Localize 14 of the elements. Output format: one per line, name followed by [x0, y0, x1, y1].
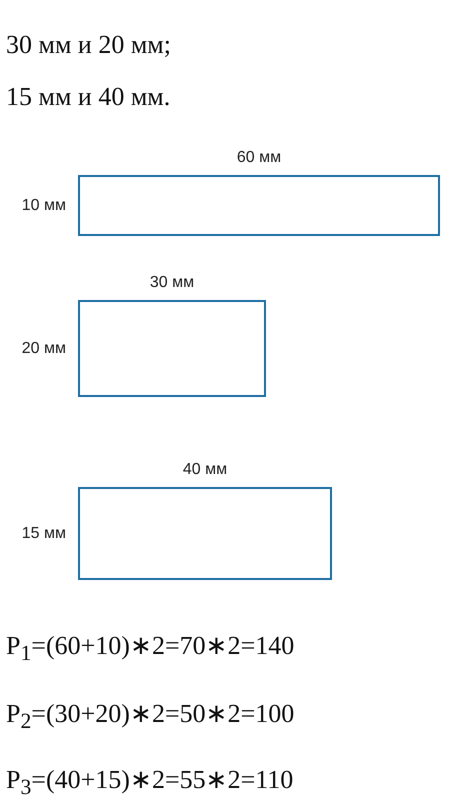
rectangle-outline [78, 175, 440, 236]
rectangle-outline [78, 487, 332, 580]
dimension-label: 15 мм [22, 524, 66, 542]
formula-text: P$_{2}$=(30+20)∗2=50∗2=100 [6, 698, 294, 734]
rectangle-outline [78, 300, 266, 397]
dimensions-text: 15 мм и 40 мм. [6, 82, 170, 112]
dimension-label: 40 мм [182, 461, 228, 479]
formula-text: P$_{1}$=(60+10)∗2=70∗2=140 [6, 630, 294, 666]
dimension-label: 30 мм [150, 274, 194, 292]
dimension-label: 10 мм [22, 196, 66, 214]
dimension-label: 20 мм [22, 340, 66, 358]
dimension-label: 60 мм [236, 149, 282, 167]
dimensions-text: 30 мм и 20 мм; [6, 30, 171, 60]
formula-text: P$_{3}$=(40+15)∗2=55∗2=110 [6, 764, 294, 800]
